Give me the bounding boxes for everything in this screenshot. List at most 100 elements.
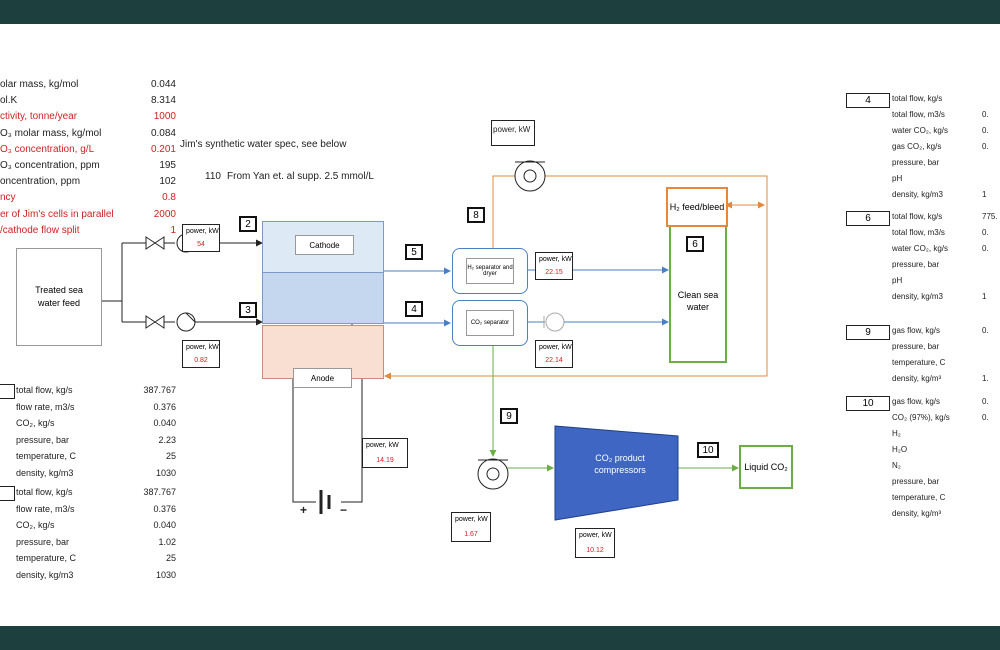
right-table-label: H₂O (892, 445, 908, 454)
left-table-label: total flow, kg/s (16, 487, 73, 497)
right-table-value: 0. (982, 228, 989, 237)
param-value: 1000 (153, 111, 176, 123)
right-table-label: water CO₂, kg/s (892, 126, 949, 135)
power-box-cell: power, kW 14.19 (362, 438, 408, 468)
left-table-label: flow rate, m3/s (16, 401, 75, 412)
stream-label-4: 4 (405, 301, 423, 317)
yan-value: 110 (205, 171, 221, 182)
stream-label-8: 8 (467, 207, 485, 223)
right-table-id: 10 (846, 396, 890, 411)
clean-water-tank: Clean sea water (669, 217, 727, 363)
power-box-cathode-pump: power, kW 54 (182, 224, 220, 252)
stream-label-9: 9 (500, 408, 518, 424)
liquid-co2-block: Liquid CO₂ (739, 445, 793, 489)
left-table-label: temperature, C (16, 553, 77, 563)
left-table-label: pressure, bar (16, 536, 70, 547)
right-table-label: pressure, bar (892, 158, 940, 167)
right-table-value: 1 (982, 190, 987, 199)
right-table-label: pH (892, 174, 903, 183)
right-table-label: temperature, C (892, 493, 946, 502)
right-table-value: 0. (982, 142, 989, 151)
param-value: 2000 (153, 208, 176, 220)
compressor-label: CO₂ product compressors (594, 453, 646, 475)
param-label: O₃ molar mass, kg/mol (0, 127, 102, 139)
param-value: 8.314 (150, 95, 176, 107)
right-table-label: CO₂ (97%), kg/s (892, 413, 950, 422)
right-table-label: pH (892, 276, 903, 285)
right-table-value: 0. (982, 326, 989, 335)
param-label: O₃ concentration, g/L (0, 143, 95, 155)
synthetic-note: Jim's synthetic water spec, see below (180, 139, 347, 150)
right-table-value: 0. (982, 397, 989, 406)
right-table-label: N₂ (892, 461, 901, 470)
param-label: ncy (0, 192, 16, 204)
right-table-id: 4 (846, 93, 890, 108)
power-box-h2-turbine (491, 120, 535, 146)
right-table-value: 1 (982, 292, 987, 301)
right-table-value: 0. (982, 126, 989, 135)
stream-label-6: 6 (686, 236, 704, 252)
h2-feed-block: H₂ feed/bleed (666, 187, 728, 227)
h2-separator: H₂ separator and dryer (452, 248, 528, 294)
param-label: O₃ concentration, ppm (0, 160, 100, 171)
left-table-label: total flow, kg/s (16, 385, 73, 395)
left-table-value: 387.767 (143, 385, 176, 395)
param-value: 0.044 (150, 79, 176, 90)
left-table-value: 1.02 (158, 536, 176, 547)
right-table-label: density, kg/m3 (892, 190, 943, 199)
left-table-label: density, kg/m3 (16, 569, 74, 580)
co2-separator-label: CO₂ separator (466, 310, 514, 336)
param-label: olar mass, kg/mol (0, 79, 79, 90)
right-table-id: 9 (846, 325, 890, 340)
param-label: /cathode flow split (0, 224, 80, 236)
right-table-label: density, kg/m3 (892, 292, 943, 301)
stream-id-box-b (0, 486, 15, 501)
left-table-value: 25 (165, 553, 176, 563)
right-table-label: gas flow, kg/s (892, 397, 941, 406)
right-table-value: 1. (982, 374, 989, 383)
h2-separator-label: H₂ separator and dryer (466, 258, 514, 284)
yan-note: From Yan et. al supp. 2.5 mmol/L (227, 171, 374, 182)
clean-water-label: Clean sea water (677, 290, 719, 312)
stream-id-box-a (0, 384, 15, 399)
right-table-label: density, kg/m³ (892, 509, 942, 518)
stream-label-3: 3 (239, 302, 257, 318)
power-label-h2-turbine: power, kW (493, 125, 531, 134)
left-table-label: temperature, C (16, 451, 77, 461)
cathode-label: Cathode (295, 235, 354, 255)
stream-label-10: 10 (697, 442, 719, 458)
right-table-label: gas CO₂, kg/s (892, 142, 942, 151)
right-table-label: H₂ (892, 429, 901, 438)
left-table-value: 0.040 (153, 418, 176, 428)
feed-block: Treated sea water feed (16, 248, 102, 346)
right-table-label: density, kg/m³ (892, 374, 942, 383)
anode-label: Anode (293, 368, 352, 388)
left-table-value: 1030 (155, 569, 176, 580)
left-table-value: 25 (165, 451, 176, 461)
param-label: ol.K (0, 95, 18, 107)
svg-text:+: + (300, 503, 307, 517)
right-table-label: gas flow, kg/s (892, 326, 941, 335)
right-table-value: 775. (982, 212, 998, 221)
right-table-value: 0. (982, 110, 989, 119)
right-table-label: total flow, m3/s (892, 110, 945, 119)
right-table-id: 6 (846, 211, 890, 226)
param-value: 0.201 (150, 143, 176, 155)
co2-separator: CO₂ separator (452, 300, 528, 346)
param-value: 0.084 (150, 127, 176, 139)
svg-text:−: − (340, 503, 347, 517)
right-table-label: total flow, kg/s (892, 212, 943, 221)
left-table-label: flow rate, m3/s (16, 503, 75, 514)
param-label: er of Jim's cells in parallel (0, 208, 114, 220)
power-box-anode-pump: power, kW 0.82 (182, 340, 220, 368)
right-table-label: pressure, bar (892, 260, 940, 269)
param-value: 195 (159, 160, 176, 171)
right-table-label: total flow, kg/s (892, 94, 943, 103)
param-label: ctivity, tonne/year (0, 111, 78, 123)
param-label: oncentration, ppm (0, 176, 81, 188)
power-box-compressor: power, kW 10.12 (575, 528, 615, 558)
left-table-label: CO₂, kg/s (16, 418, 55, 428)
left-table-value: 0.376 (153, 401, 176, 412)
left-table-value: 1030 (155, 467, 176, 478)
flowsheet-canvas: + − olar mass, kg/mol 0.044 ol.K 8.314 ctivi… (0, 24, 1000, 626)
